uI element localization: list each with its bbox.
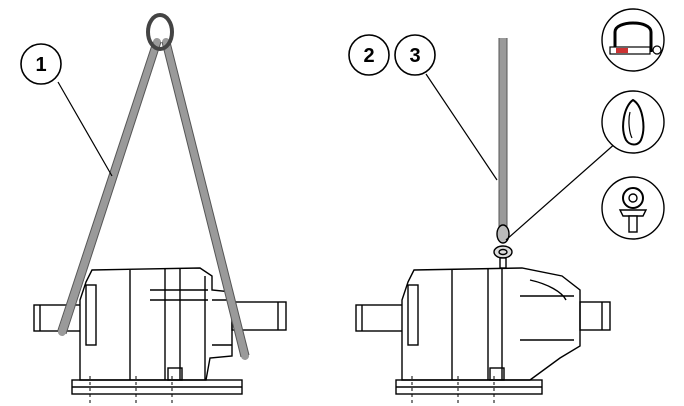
lifting-eye: [493, 224, 513, 269]
sling-legs: [58, 38, 249, 360]
mount-holes-right: [411, 376, 495, 406]
left-lift-illustration: 1: [20, 13, 287, 406]
callout-2: 2: [348, 34, 390, 76]
svg-text:1: 1: [35, 54, 46, 76]
svg-text:3: 3: [409, 45, 420, 67]
callout-1: 1: [20, 43, 62, 85]
gear-unit-left: [33, 267, 287, 395]
gear-unit-right: [355, 267, 611, 395]
mount-holes-left: [89, 376, 173, 406]
master-ring: [146, 13, 174, 51]
carabiner-hook-icon: [601, 90, 665, 154]
callout-3: 3: [394, 34, 436, 76]
eye-bolt-icon: [601, 176, 665, 240]
svg-text:2: 2: [363, 45, 374, 67]
right-lift-illustration: 2 3: [348, 8, 665, 406]
vertical-sling: [498, 38, 508, 230]
shackle-icon: [601, 8, 665, 72]
